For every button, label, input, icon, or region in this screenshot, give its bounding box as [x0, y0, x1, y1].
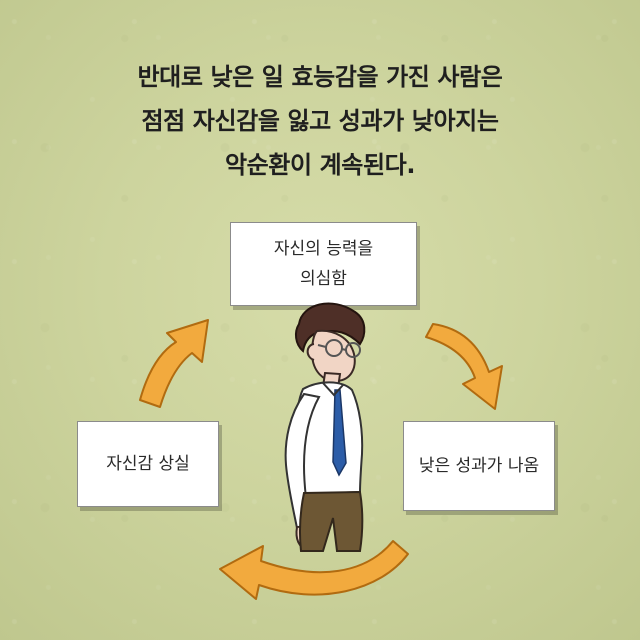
- cycle-node-loss-confidence: 자신감 상실: [77, 421, 219, 507]
- person-ear: [306, 343, 315, 361]
- cycle-node-low-performance-label: 낮은 성과가 나옴: [418, 456, 540, 476]
- person-pants: [299, 490, 364, 552]
- cycle-node-doubt: 자신의 능력을 의심함: [230, 222, 417, 306]
- person-glasses: [317, 339, 361, 358]
- headline-line-1: 반대로 낮은 일 효능감을 가진 사람은: [137, 63, 503, 91]
- person-shirt-collar: [322, 382, 344, 397]
- headline-text: 반대로 낮은 일 효능감을 가진 사람은 점점 자신감을 잃고 성과가 낮아지는…: [70, 55, 570, 187]
- arrow-left-curve-icon: [139, 319, 209, 408]
- arrow-bottom-curve-icon: [219, 540, 409, 600]
- headline-line-2: 점점 자신감을 잃고 성과가 낮아지는: [141, 107, 499, 135]
- headline-line-3: 악순환이 계속된다.: [224, 151, 416, 179]
- cycle-node-low-performance: 낮은 성과가 나옴: [403, 421, 555, 511]
- person-hair: [294, 302, 366, 353]
- cycle-node-loss-confidence-label: 자신감 상실: [106, 454, 190, 474]
- cycle-node-doubt-line-1: 자신의 능력을: [273, 239, 374, 259]
- cycle-node-doubt-text: 자신의 능력을 의심함: [274, 234, 373, 294]
- person-illustration: [284, 302, 366, 552]
- arrow-right-curve-icon: [425, 323, 503, 410]
- cycle-node-doubt-line-2: 의심함: [300, 269, 347, 289]
